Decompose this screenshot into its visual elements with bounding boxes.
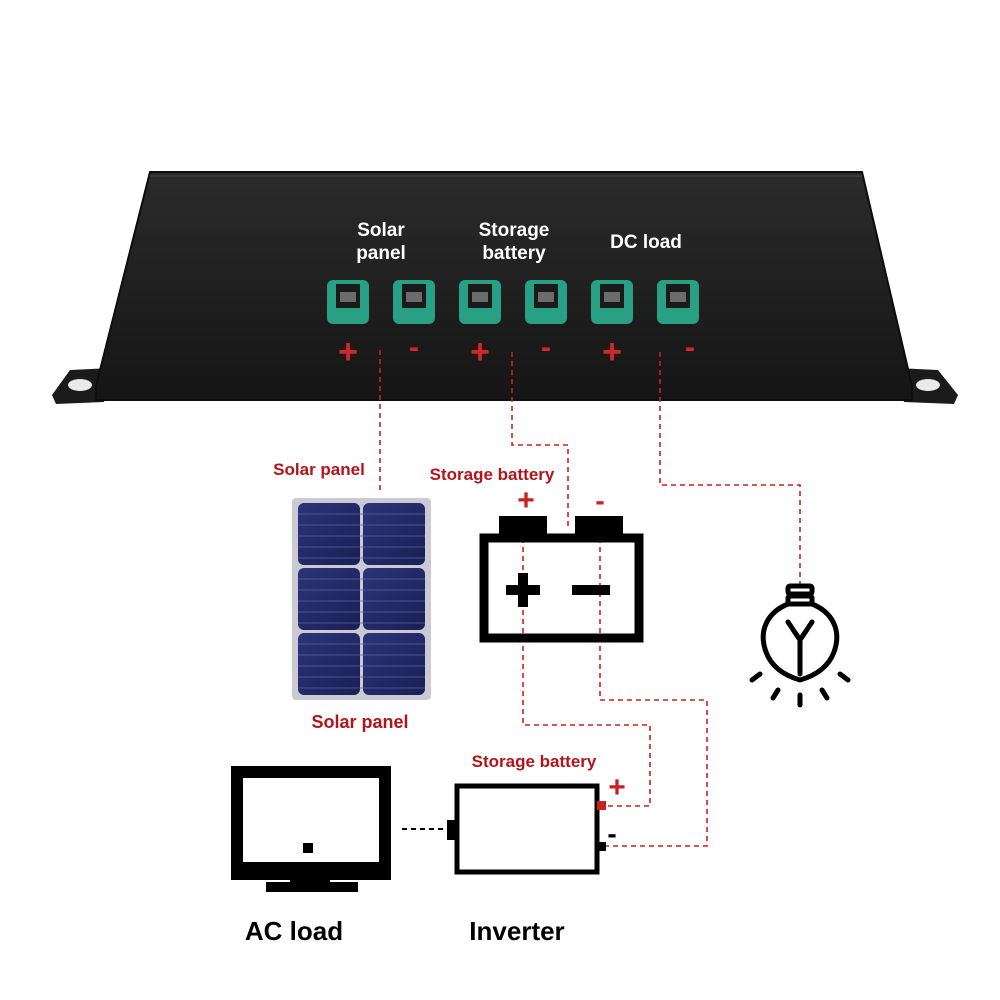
terminal-2[interactable]	[393, 280, 435, 324]
inverter: Storage battery + -	[447, 752, 626, 875]
storage-battery-minus: -	[595, 485, 604, 516]
inverter-minus: -	[607, 818, 616, 849]
terminal-6-polarity: -	[685, 331, 695, 364]
solar-panel-bottom-label: Solar panel	[311, 712, 408, 732]
solar-panel-icon	[292, 498, 431, 700]
terminal-6[interactable]	[657, 280, 699, 324]
terminal-5[interactable]	[591, 280, 633, 324]
monitor-icon	[231, 766, 391, 892]
dc-load-port-label: DC load	[610, 232, 682, 253]
wire-inverter-positive	[522, 538, 651, 807]
solar-panel-port-label-line1: Solar	[357, 220, 405, 241]
terminal-1[interactable]	[327, 280, 369, 324]
terminal-2-polarity: -	[409, 331, 419, 364]
solar-panel-port-label-line2: panel	[356, 243, 406, 264]
storage-battery-plus: +	[517, 484, 535, 517]
inverter-battery-label: Storage battery	[472, 752, 597, 771]
wiring	[379, 350, 801, 847]
battery-port-label-line1: Storage	[479, 220, 550, 241]
storage-battery-label: Storage battery	[430, 465, 555, 484]
terminal-3[interactable]	[459, 280, 501, 324]
solar-panel: Solar panel Solar panel	[273, 460, 431, 732]
inverter-icon	[447, 783, 606, 875]
terminal-4-polarity: -	[541, 331, 551, 364]
terminal-5-polarity: +	[602, 333, 622, 371]
light-bulb-icon	[749, 583, 851, 708]
inverter-label: Inverter	[469, 916, 564, 946]
battery-port-label-line2: battery	[482, 243, 546, 264]
wire-inverter-negative	[599, 538, 708, 847]
storage-battery: Storage battery + -	[430, 465, 644, 643]
charge-controller: Solar panel Storage battery DC load	[52, 171, 958, 404]
solar-panel-top-label: Solar panel	[273, 460, 365, 479]
terminal-1-polarity: +	[338, 333, 358, 371]
terminal-4[interactable]	[525, 280, 567, 324]
terminal-3-polarity: +	[470, 333, 490, 371]
ac-load-label: AC load	[245, 916, 343, 946]
controller-housing	[95, 171, 913, 401]
battery-icon	[479, 516, 644, 643]
wire-battery-positive	[511, 352, 569, 528]
wire-dc-load	[659, 352, 801, 590]
inverter-plus: +	[608, 771, 626, 804]
